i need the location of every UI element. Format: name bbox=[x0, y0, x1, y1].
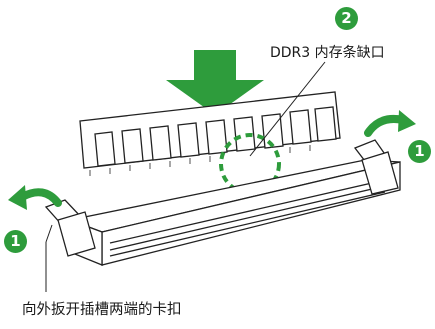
notch-highlight bbox=[219, 133, 281, 195]
left-retaining-clip[interactable] bbox=[44, 199, 96, 257]
memory-module bbox=[79, 91, 341, 176]
dimm-slot bbox=[67, 159, 401, 266]
down-arrow-icon bbox=[166, 50, 264, 115]
step-two-badge: 2 bbox=[335, 7, 358, 30]
retaining-tab-label: 向外扳开插槽两端的卡扣 bbox=[22, 302, 182, 318]
curved-arrow-left-icon bbox=[8, 185, 62, 210]
notch-leader-line bbox=[249, 61, 326, 157]
curved-arrow-right-icon bbox=[364, 110, 416, 137]
notch-label: DDR3 内存条缺口 bbox=[270, 45, 385, 61]
step-one-right-badge: 1 bbox=[408, 140, 431, 163]
memory-chips bbox=[94, 106, 337, 167]
step-one-left-badge: 1 bbox=[4, 230, 27, 253]
right-retaining-clip[interactable] bbox=[353, 139, 399, 195]
memory-contacts bbox=[89, 145, 311, 176]
